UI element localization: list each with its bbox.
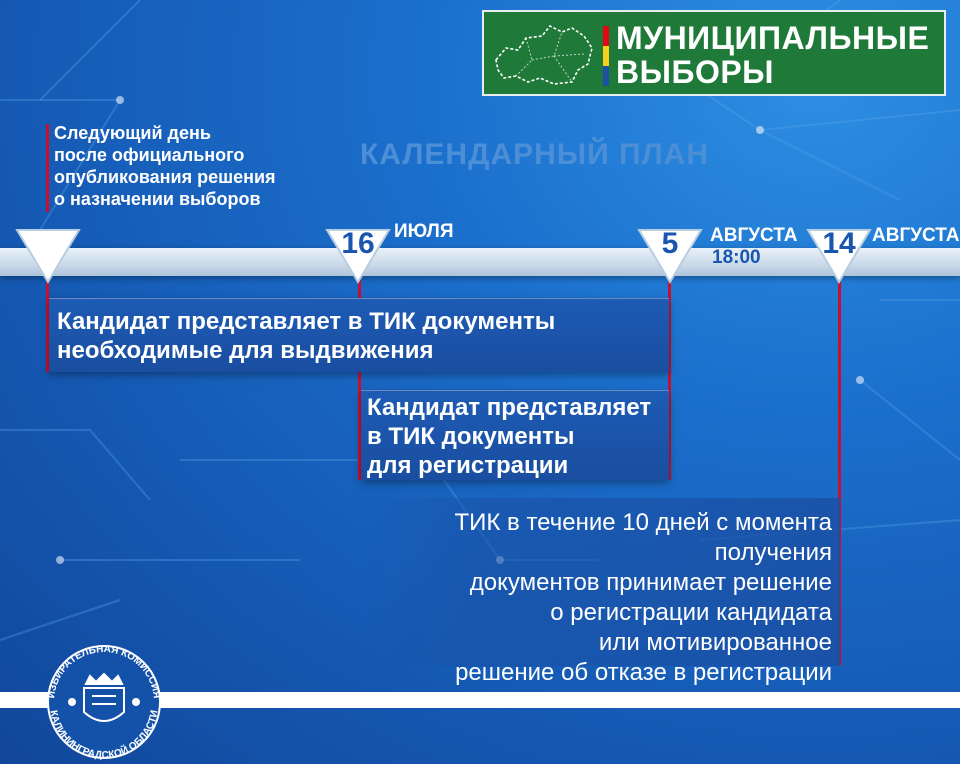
start-note-line: о назначении выборов <box>54 189 261 209</box>
triangle-marker-icon <box>806 229 872 284</box>
start-note: Следующий день после официального опубли… <box>54 122 354 210</box>
marker-3-time: 18:00 <box>712 247 761 268</box>
timeline-marker-3: 5 <box>637 226 703 284</box>
municipal-elections-badge: МУНИЦИПАЛЬНЫЕ ВЫБОРЫ <box>482 10 946 96</box>
step-nomination: Кандидат представляет в ТИК документы не… <box>49 298 669 372</box>
step-text-line: или мотивированное <box>598 629 832 656</box>
triangle-marker-icon <box>325 229 391 284</box>
step-text-line: для регистрации <box>367 452 569 479</box>
election-commission-seal: ИЗБИРАТЕЛЬНАЯ КОМИССИЯ КАЛИНИНГРАДСКОЙ О… <box>46 644 162 760</box>
timeline-marker-1 <box>15 226 81 284</box>
triangle-marker-icon <box>15 229 81 284</box>
step-text-line: в ТИК документы <box>367 423 575 450</box>
step-text-line: ТИК в течение 10 дней с момента получени… <box>454 509 832 566</box>
badge-title-line2: ВЫБОРЫ <box>616 54 774 90</box>
bottom-stripe <box>0 692 960 708</box>
flag-stripe-blue <box>603 66 609 86</box>
start-note-line <box>46 124 49 212</box>
plan-title: КАЛЕНДАРНЫЙ ПЛАН <box>360 138 709 171</box>
step-tik-decision: ТИК в течение 10 дней с момента получени… <box>362 498 840 686</box>
marker-3-line <box>668 270 671 480</box>
step-text-line: о регистрации кандидата <box>550 599 832 626</box>
timeline-track <box>0 248 960 276</box>
badge-title-line1: МУНИЦИПАЛЬНЫЕ <box>616 20 930 56</box>
triangle-marker-icon <box>637 229 703 284</box>
flag-stripe-yellow <box>603 46 609 66</box>
start-note-line: опубликования решения <box>54 167 276 187</box>
marker-4-line <box>838 270 841 666</box>
marker-1-line <box>46 270 49 372</box>
step-text-line: документов принимает решение <box>469 569 832 596</box>
coat-of-arms-icon <box>68 672 140 722</box>
marker-number: 14 <box>822 227 856 260</box>
timeline-marker-2: 16 <box>325 226 391 284</box>
marker-3-label: АВГУСТА <box>710 225 798 246</box>
step-registration-documents: Кандидат представляет в ТИК документы дл… <box>361 390 669 480</box>
start-note-line: после официального <box>54 145 245 165</box>
timeline-marker-4: 14 <box>806 226 872 284</box>
step-text-line: Кандидат представляет <box>367 394 652 421</box>
step-text-line: необходимые для выдвижения <box>57 337 434 364</box>
flag-stripe-red <box>603 26 609 46</box>
marker-2-label: ИЮЛЯ <box>394 221 454 242</box>
step-text-line: Кандидат представляет в ТИК документы <box>57 308 556 335</box>
start-note-line: Следующий день <box>54 123 211 143</box>
marker-4-label: АВГУСТА <box>872 225 960 246</box>
marker-number: 5 <box>661 227 679 260</box>
marker-2-line <box>358 270 361 480</box>
kaliningrad-region-map-icon <box>495 24 593 85</box>
marker-number: 16 <box>341 227 375 260</box>
step-text-line: решение об отказе в регистрации <box>455 659 832 686</box>
